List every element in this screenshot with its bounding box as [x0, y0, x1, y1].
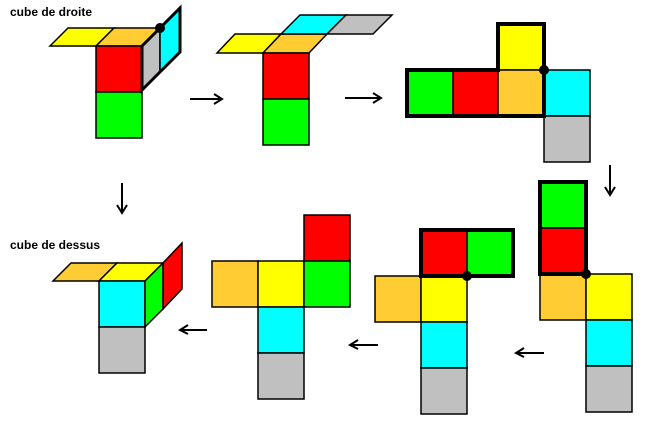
face-yellow	[585, 273, 633, 321]
face-green	[303, 260, 351, 308]
fold-outline	[405, 22, 546, 118]
arrow-right-icon	[190, 93, 224, 105]
face-red	[162, 241, 183, 311]
face-red	[452, 69, 499, 117]
fold-outline	[538, 180, 588, 276]
face-green	[539, 181, 587, 229]
arrow-left-icon	[513, 347, 544, 358]
face-gray	[543, 115, 591, 163]
figure-top-cube	[51, 241, 183, 374]
face-gray	[325, 14, 394, 35]
face-orange	[497, 69, 545, 117]
arrow-left-icon	[177, 324, 207, 335]
hinge-dot	[155, 23, 165, 33]
face-orange	[539, 273, 587, 321]
hinge-dot	[462, 271, 472, 281]
arrow-left-icon	[347, 339, 378, 350]
face-gray	[585, 365, 633, 413]
figure-step-2	[215, 14, 394, 146]
arrow-right-icon	[345, 92, 383, 104]
face-green	[466, 229, 514, 277]
face-cyan	[98, 280, 146, 328]
face-yellow	[420, 275, 468, 323]
face-green	[262, 98, 310, 146]
face-orange	[374, 275, 422, 323]
face-orange	[211, 260, 259, 308]
figure-step-3	[405, 22, 591, 163]
face-green	[406, 69, 454, 117]
face-gray	[257, 352, 305, 400]
face-red	[262, 52, 310, 100]
face-cyan	[420, 321, 468, 369]
figure-step-4	[538, 180, 633, 413]
face-cyan	[257, 306, 305, 354]
arrow-down-icon	[604, 165, 616, 197]
face-yellow	[257, 260, 305, 308]
label-top-cube: cube de dessus	[10, 238, 101, 252]
arrow-down-icon	[116, 183, 128, 215]
figure-step-6	[211, 214, 351, 400]
figure-right-cube	[48, 4, 182, 139]
face-red	[303, 214, 351, 262]
face-cyan	[585, 319, 633, 367]
hinge-dot	[539, 65, 549, 75]
face-gray	[420, 367, 468, 415]
face-cyan	[543, 69, 591, 117]
hinge-dot	[581, 269, 591, 279]
label-right-cube: cube de droite	[10, 5, 93, 19]
face-yellow	[497, 23, 545, 71]
face-gray	[98, 326, 146, 374]
face-red	[420, 229, 468, 277]
face-green	[95, 91, 143, 139]
figure-step-5	[374, 228, 515, 415]
face-red	[539, 227, 587, 275]
face-red	[95, 45, 143, 93]
